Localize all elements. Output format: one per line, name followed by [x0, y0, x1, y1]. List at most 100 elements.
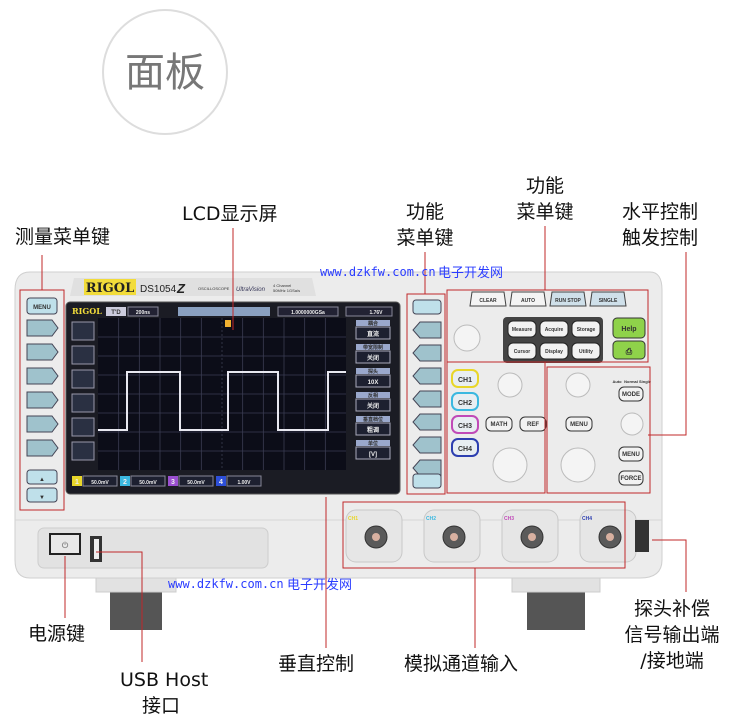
vertical-position-knob[interactable]: [497, 372, 523, 398]
device-type: OSCILLOSCOPE: [198, 286, 230, 291]
channel-scale-box: [226, 475, 262, 487]
trigger-level-knob[interactable]: [620, 412, 644, 436]
menu-button-label: Acquire: [545, 327, 564, 333]
top-button-auto[interactable]: [509, 291, 547, 307]
trigger-level: 1.76V: [369, 310, 383, 316]
ref-button[interactable]: [519, 416, 547, 432]
callout-probe-1: 探头补偿: [634, 598, 710, 620]
help-button[interactable]: [612, 317, 646, 339]
channel-scale-box: [178, 475, 214, 487]
channel-button-ch1[interactable]: [451, 369, 479, 388]
power-button[interactable]: [49, 533, 81, 555]
menu-value-box: [355, 350, 391, 364]
horizontal-position-knob[interactable]: [565, 372, 591, 398]
intensity-knob[interactable]: [453, 324, 481, 352]
function-soft-key[interactable]: [412, 367, 442, 385]
measure-soft-key[interactable]: [26, 415, 59, 433]
menu-title: 单位: [368, 440, 378, 447]
watermark-url-top: www.dzkfw.com.cn: [320, 265, 436, 279]
menu-title: 耦合: [368, 320, 379, 327]
menu-title-bg: [356, 368, 390, 374]
horizontal-menu-label: MENU: [570, 422, 588, 428]
front-foot-right: [527, 588, 585, 630]
measure-soft-key[interactable]: [26, 391, 59, 409]
callout-func-menu-2b: 菜单键: [516, 201, 573, 223]
top-button-run-stop[interactable]: [549, 291, 587, 307]
channel-indicator: [216, 476, 226, 486]
badge-title: 面板: [125, 50, 205, 96]
measure-soft-key[interactable]: [26, 343, 59, 361]
print-button[interactable]: [612, 340, 646, 360]
menu-value-box: [355, 422, 391, 436]
measure-soft-key[interactable]: [26, 367, 59, 385]
channel-button-label: CH4: [458, 446, 472, 453]
menu-button-utility[interactable]: [571, 342, 601, 360]
trigger-mode-normal: Normal: [624, 379, 638, 384]
menu-key[interactable]: [26, 297, 58, 315]
screen-logo: RIGOL: [72, 306, 102, 316]
menu-value-box: [355, 326, 391, 340]
menu-value: [V]: [369, 452, 377, 458]
menu-button-storage[interactable]: [571, 320, 601, 338]
menu-button-display[interactable]: [539, 342, 569, 360]
menu-title-bg: [356, 392, 390, 398]
channel-button-ch3[interactable]: [451, 415, 479, 434]
callout-power: 电源键: [28, 623, 85, 645]
page-down-key[interactable]: [412, 473, 442, 489]
channel-number: 3: [171, 479, 175, 486]
title-badge: [102, 9, 228, 135]
callout-measure-menu: 测量菜单键: [15, 226, 110, 248]
top-button-clear[interactable]: [469, 291, 507, 307]
model-name: DS1054: [140, 284, 177, 295]
power-icon: ⏻: [62, 541, 69, 550]
top-button-label: SINGLE: [599, 298, 618, 304]
menu-value-box: [355, 398, 391, 412]
menu-button-label: Display: [545, 349, 563, 355]
horizontal-scale-knob[interactable]: [560, 447, 596, 483]
channel-button-label: CH1: [458, 377, 472, 384]
down-arrow-key[interactable]: [26, 487, 58, 503]
page-up-key[interactable]: [412, 299, 442, 315]
up-arrow-icon: ▲: [39, 477, 45, 483]
help-label: Help: [621, 326, 636, 333]
measure-soft-key[interactable]: [26, 319, 59, 337]
function-soft-key[interactable]: [412, 321, 442, 339]
function-soft-key[interactable]: [412, 436, 442, 454]
channel-indicator: [168, 476, 178, 486]
measure-soft-key[interactable]: [26, 439, 59, 457]
menu-button-cursor[interactable]: [507, 342, 537, 360]
bnc-label: CH2: [426, 516, 436, 522]
menu-button-measure[interactable]: [507, 320, 537, 338]
channel-button-ch4[interactable]: [451, 438, 479, 457]
trigger-force-button[interactable]: [618, 470, 644, 486]
menu-title: 反相: [368, 392, 378, 399]
function-soft-key[interactable]: [412, 390, 442, 408]
trigger-mode-single: Single: [639, 379, 652, 384]
top-button-single[interactable]: [589, 291, 627, 307]
horizontal-menu-button[interactable]: [565, 416, 593, 432]
vertical-scale-knob[interactable]: [492, 447, 528, 483]
measure-icon: [71, 393, 95, 413]
up-arrow-key[interactable]: [26, 469, 58, 485]
function-soft-key[interactable]: [412, 413, 442, 431]
channel-button-ch2[interactable]: [451, 392, 479, 411]
callout-func-menu-2a: 功能: [526, 175, 564, 197]
function-soft-key[interactable]: [412, 344, 442, 362]
trigger-mode-button[interactable]: [618, 386, 644, 402]
channel-scale: 50.0mV: [187, 480, 205, 486]
callout-func-menu-1a: 功能: [406, 201, 444, 223]
menu-key-label: MENU: [33, 305, 51, 311]
trigger-menu-label: MENU: [622, 452, 640, 458]
math-button[interactable]: [485, 416, 513, 432]
menu-button-acquire[interactable]: [539, 320, 569, 338]
run-status: T'D: [111, 310, 121, 316]
trigger-mode-label: MODE: [622, 392, 640, 398]
watermark-name-bottom: 电子开发网: [287, 577, 352, 593]
channel-number: 2: [123, 479, 127, 486]
trigger-mode-auto: Auto: [612, 379, 622, 384]
watermark-name-top: 电子开发网: [438, 265, 503, 281]
bnc-label: CH1: [348, 516, 358, 522]
trigger-menu-button[interactable]: [618, 446, 644, 462]
probe-compensation-terminal: [635, 520, 649, 552]
technology: UltraVision: [236, 287, 266, 293]
